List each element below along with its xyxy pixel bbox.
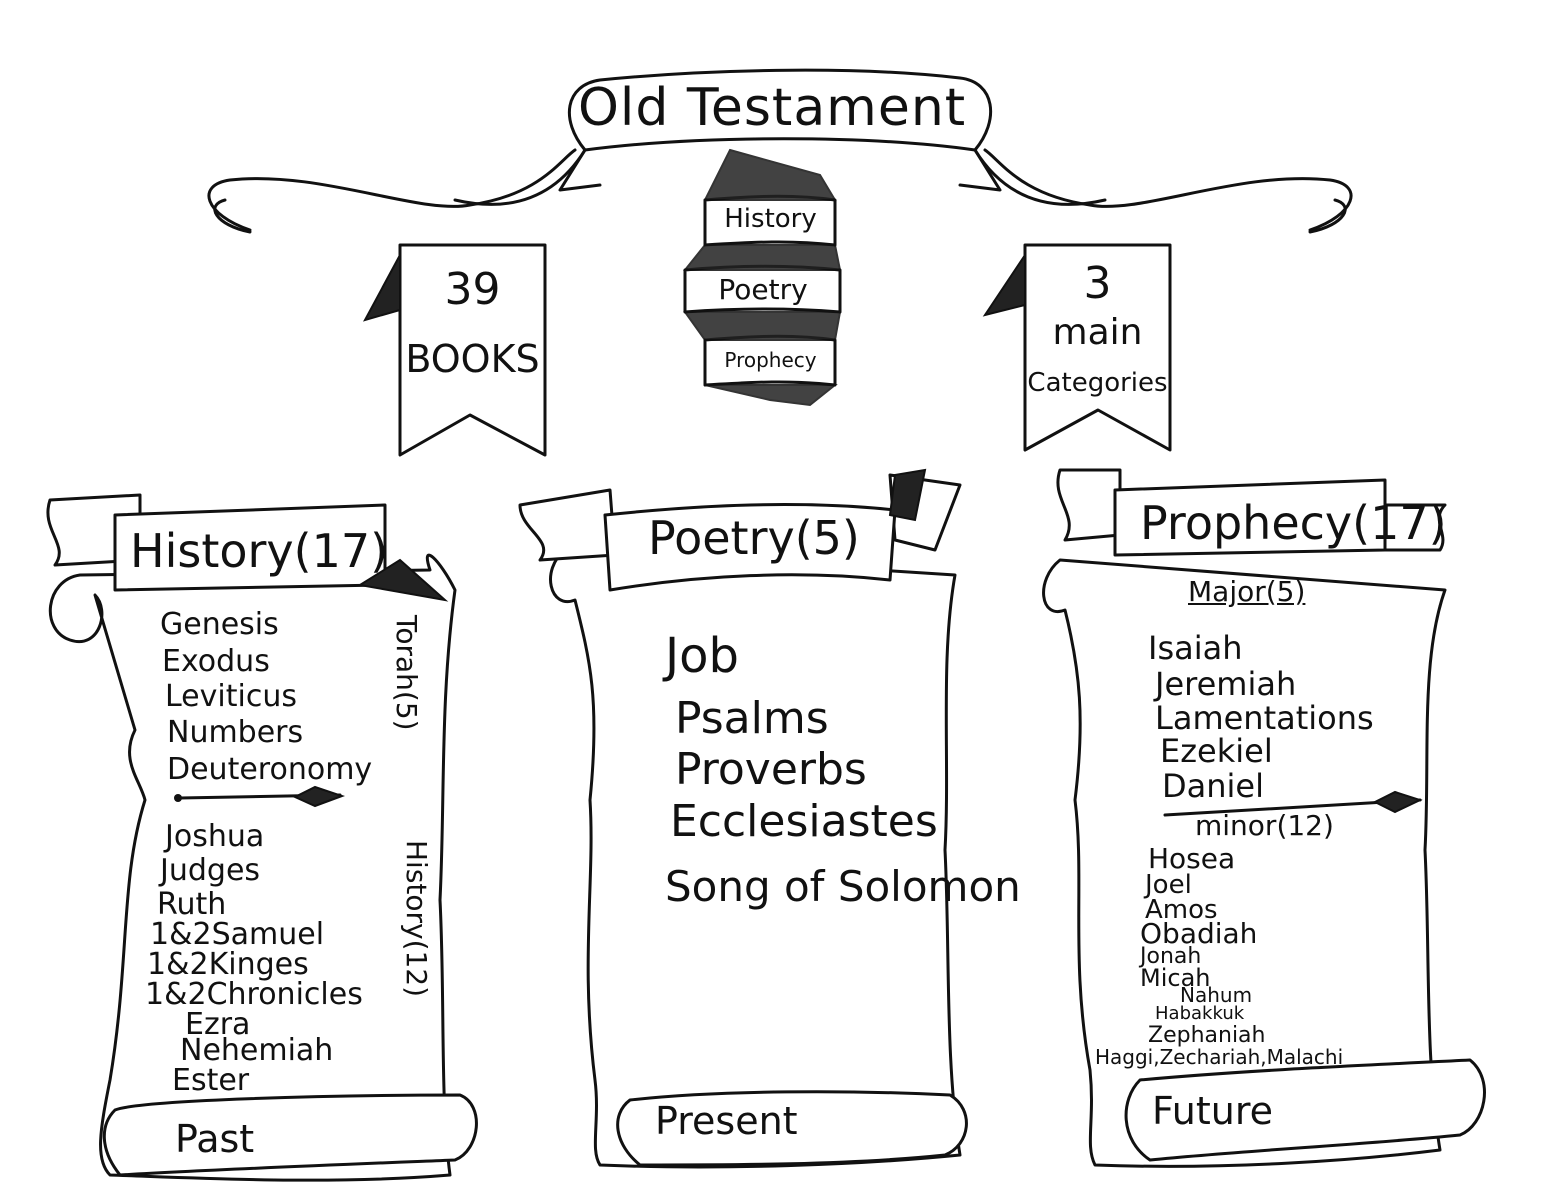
list-item: Numbers [167, 715, 304, 750]
prophecy-title: Prophecy(17) [1140, 496, 1447, 550]
list-item: Zephaniah [1148, 1023, 1266, 1048]
list-item: 1&2Samuel [150, 917, 325, 952]
prophecy-scroll [1042, 468, 1486, 1168]
list-item: Ecclesiastes [670, 796, 938, 847]
list-item: Ester [172, 1063, 250, 1098]
history-label: History(12) [400, 840, 433, 998]
list-item: Song of Solomon [665, 862, 1021, 911]
prophecy-era: Future [1152, 1089, 1274, 1133]
flag-left-label: BOOKS [405, 337, 540, 381]
list-item: Lamentations [1155, 699, 1374, 737]
list-item: Leviticus [165, 679, 297, 714]
list-item: Haggi,Zechariah,Malachi [1095, 1045, 1344, 1069]
list-item: Ezra [185, 1007, 251, 1042]
list-item: 1&2Kinges [147, 947, 309, 982]
list-item: Micah [1140, 964, 1211, 992]
flag-left-shape [362, 243, 547, 457]
flag-left-number: 39 [444, 264, 501, 315]
flag-right-number: 3 [1083, 258, 1112, 309]
minor-label: minor(12) [1195, 809, 1334, 842]
history-title: History(17) [130, 524, 389, 578]
flag-right-main: main [1052, 312, 1143, 353]
list-item: Ezekiel [1160, 732, 1273, 770]
list-item: Obadiah [1140, 917, 1258, 950]
list-item: Ruth [157, 887, 227, 922]
list-item: Nahum [1180, 983, 1253, 1007]
ribbon-item-prophecy: Prophecy [724, 348, 817, 372]
poetry-scroll [518, 468, 968, 1169]
list-item: Joshua [165, 819, 265, 854]
list-item: 1&2Chronicles [145, 977, 363, 1012]
ribbon-item-history: History [724, 204, 817, 234]
list-item: Proverbs [675, 744, 867, 795]
list-item: Jeremiah [1155, 665, 1297, 703]
list-item: Isaiah [1148, 629, 1243, 667]
list-item: Habakkuk [1155, 1003, 1245, 1024]
list-item: Nehemiah [180, 1033, 334, 1068]
list-item: Joel [1145, 870, 1192, 900]
history-era: Past [175, 1117, 255, 1161]
flag-right-categories: Categories [1027, 368, 1168, 398]
title-banner [207, 68, 1353, 234]
flag-right-shape [982, 243, 1172, 452]
center-ribbon [682, 148, 842, 407]
list-item: Genesis [160, 607, 279, 642]
list-item: Hosea [1148, 842, 1236, 875]
list-item: Exodus [162, 644, 270, 679]
major-label: Major(5) [1188, 575, 1306, 608]
page-title: Old Testament [578, 78, 967, 138]
list-item: Deuteronomy [167, 752, 373, 787]
torah-label: Torah(5) [390, 615, 423, 731]
list-item: Amos [1145, 895, 1218, 925]
ribbon-item-poetry: Poetry [718, 273, 808, 306]
history-divider [174, 785, 346, 808]
list-item: Daniel [1162, 767, 1264, 805]
history-scroll [46, 493, 478, 1182]
poetry-title: Poetry(5) [648, 511, 860, 565]
list-item: Judges [160, 853, 261, 888]
list-item: Jonah [1140, 944, 1202, 969]
poetry-era: Present [655, 1099, 798, 1143]
list-item: Job [665, 628, 739, 684]
list-item: Psalms [675, 693, 829, 744]
